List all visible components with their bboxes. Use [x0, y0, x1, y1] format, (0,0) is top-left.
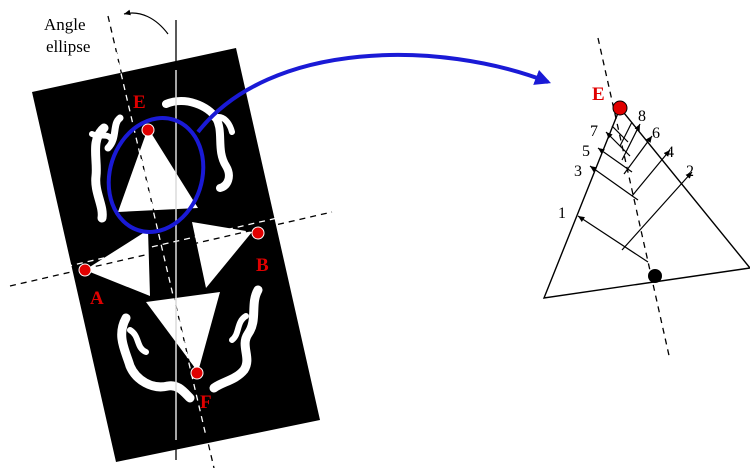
number-4: 4 — [666, 144, 674, 161]
zoom-point-E — [612, 100, 628, 116]
label-F: F — [200, 392, 212, 413]
number-2: 2 — [686, 163, 694, 180]
number-6: 6 — [652, 125, 660, 142]
number-5: 5 — [582, 143, 590, 160]
right-dashed-axis — [597, 37, 671, 361]
number-7: 7 — [590, 123, 598, 140]
number-1: 1 — [558, 205, 566, 222]
point-F — [190, 366, 204, 380]
angle-caption-line1: Angle — [44, 15, 86, 34]
label-A: A — [90, 288, 104, 309]
label-B: B — [256, 255, 269, 276]
white-squiggles — [89, 97, 263, 403]
zoom-triangle — [542, 106, 750, 299]
angle-caption-line2: ellipse — [46, 37, 90, 56]
left-axes — [9, 15, 333, 468]
zoom-label-E: E — [592, 84, 605, 105]
point-E — [141, 123, 155, 137]
triangle-right — [192, 222, 252, 288]
angle-arc — [123, 9, 169, 35]
triangle-bottom — [146, 292, 220, 372]
blue-ellipse — [106, 116, 206, 234]
label-E: E — [133, 92, 146, 113]
zoom-center-point — [648, 269, 662, 283]
left-axes-inner — [33, 51, 313, 437]
number-3: 3 — [574, 163, 582, 180]
point-A — [78, 263, 92, 277]
triangle-top — [118, 128, 198, 212]
triangle-left — [85, 230, 150, 296]
number-8: 8 — [638, 108, 646, 125]
zoom-arrow — [196, 53, 551, 134]
red-points — [78, 123, 265, 380]
measure-lines — [577, 121, 693, 263]
point-B — [251, 226, 265, 240]
